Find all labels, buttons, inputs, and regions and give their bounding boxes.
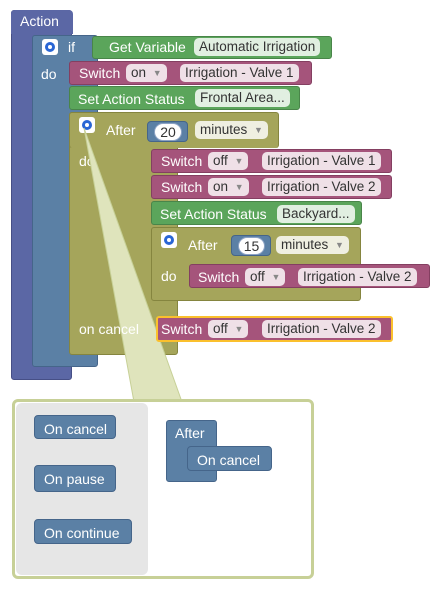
after-mutator-gear-icon[interactable] — [161, 232, 177, 248]
duration-number-field[interactable]: 20 — [154, 123, 182, 141]
variable-name-field[interactable]: Automatic Irrigation — [194, 38, 321, 56]
switch-label: Switch — [79, 65, 121, 81]
switch-target-field[interactable]: Irrigation - Valve 1 — [262, 152, 381, 170]
switch-target-text: Irrigation - Valve 1 — [185, 65, 294, 80]
switch-target-field[interactable]: Irrigation - Valve 2 — [262, 320, 381, 338]
switch-state-text: off — [213, 153, 228, 168]
switch-target-field[interactable]: Irrigation - Valve 2 — [298, 268, 417, 286]
set-action-status-label: Set Action Status — [160, 206, 267, 222]
switch-target-text: Irrigation - Valve 2 — [303, 269, 412, 284]
duration-unit-text: minutes — [200, 122, 248, 137]
switch-target-field[interactable]: Irrigation - Valve 2 — [262, 178, 381, 196]
duration-value-block[interactable]: 15 — [231, 235, 271, 256]
chevron-down-icon: ▼ — [271, 272, 281, 282]
flyout-on-cancel-block[interactable]: On cancel — [34, 415, 116, 439]
after-label: After — [106, 122, 136, 138]
duration-number-text: 20 — [160, 124, 176, 140]
if-mutator-gear-icon[interactable] — [42, 39, 58, 55]
after-label: After — [188, 237, 218, 253]
switch-label: Switch — [161, 321, 203, 337]
after-mutator-gear-icon[interactable] — [79, 117, 95, 133]
duration-unit-dropdown[interactable]: minutes ▼ — [276, 236, 349, 254]
switch-label: Switch — [161, 153, 203, 169]
action-block-label: Action — [20, 13, 59, 29]
duration-unit-dropdown[interactable]: minutes ▼ — [195, 121, 268, 139]
switch-state-dropdown[interactable]: off ▼ — [208, 320, 249, 338]
flyout-on-cancel-label: On cancel — [44, 421, 108, 437]
if-do-label: do — [41, 66, 57, 82]
switch-state-text: off — [250, 269, 265, 284]
status-value-text: Backyard... — [282, 206, 350, 221]
mutator-container-after-label: After — [175, 425, 205, 441]
status-value-field[interactable]: Backyard... — [277, 205, 355, 223]
variable-name-text: Automatic Irrigation — [199, 39, 316, 54]
get-variable-label: Get Variable — [109, 39, 186, 55]
set-action-status-label: Set Action Status — [78, 91, 185, 107]
switch-target-field[interactable]: Irrigation - Valve 1 — [180, 64, 299, 82]
chevron-down-icon: ▼ — [254, 125, 263, 135]
switch-state-text: on — [131, 65, 147, 80]
duration-number-text: 15 — [243, 238, 260, 254]
mutator-container-on-cancel-label: On cancel — [197, 452, 261, 468]
switch-state-text: on — [213, 179, 229, 194]
switch-target-text: Irrigation - Valve 2 — [267, 321, 376, 336]
mutator-container-on-cancel-block[interactable]: On cancel — [187, 446, 272, 471]
duration-number-field[interactable]: 15 — [238, 237, 265, 255]
flyout-on-continue-label: On continue — [44, 525, 120, 541]
chevron-down-icon: ▼ — [152, 68, 162, 78]
if-label: if — [68, 39, 75, 55]
switch-label: Switch — [198, 269, 240, 285]
chevron-down-icon: ▼ — [335, 240, 344, 250]
switch-state-dropdown[interactable]: on ▼ — [208, 178, 249, 196]
duration-unit-text: minutes — [281, 237, 329, 252]
status-value-text: Frontal Area... — [200, 90, 285, 105]
switch-target-text: Irrigation - Valve 2 — [267, 179, 376, 194]
switch-state-dropdown[interactable]: on ▼ — [126, 64, 167, 82]
status-value-field[interactable]: Frontal Area... — [195, 89, 290, 107]
duration-value-block[interactable]: 20 — [147, 121, 188, 142]
switch-state-dropdown[interactable]: off ▼ — [208, 152, 249, 170]
chevron-down-icon: ▼ — [234, 182, 244, 192]
switch-label: Switch — [161, 179, 203, 195]
after-do-label: do — [161, 268, 177, 284]
switch-state-dropdown[interactable]: off ▼ — [245, 268, 286, 286]
switch-target-text: Irrigation - Valve 1 — [267, 153, 376, 168]
flyout-on-pause-block[interactable]: On pause — [34, 465, 116, 492]
flyout-on-pause-label: On pause — [44, 471, 105, 487]
action-block-header[interactable] — [11, 10, 73, 34]
chevron-down-icon: ▼ — [234, 156, 244, 166]
on-cancel-label: on cancel — [79, 321, 139, 337]
flyout-on-continue-block[interactable]: On continue — [34, 519, 132, 544]
chevron-down-icon: ▼ — [234, 324, 244, 334]
switch-state-text: off — [213, 321, 228, 336]
